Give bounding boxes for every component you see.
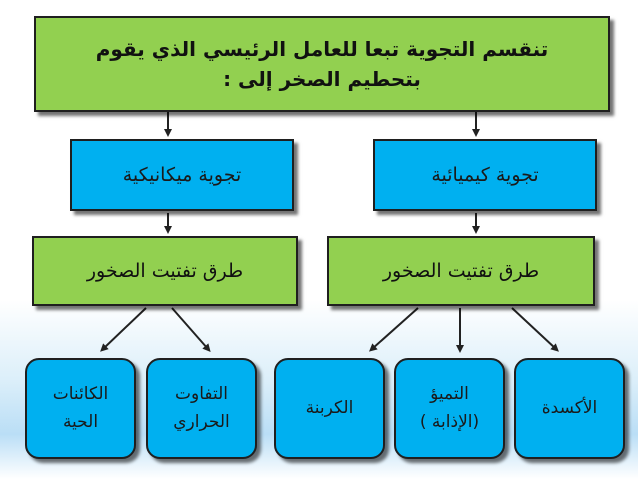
- chemical-weathering-box: تجوية كيميائية: [373, 139, 597, 211]
- mechanical-methods-box: طرق تفتيت الصخور: [32, 236, 298, 306]
- mechanical-methods-label: طرق تفتيت الصخور: [86, 260, 244, 282]
- living-organisms-box: الكائنات الحية: [25, 358, 136, 459]
- thermal-variation-line-2: الحراري: [173, 411, 230, 432]
- carbonation-label: الكربنة: [305, 397, 354, 418]
- mechanical-weathering-box: تجوية ميكانيكية: [70, 139, 294, 211]
- living-organisms-line-2: الحية: [62, 411, 99, 432]
- hydrolysis-box: التميؤ (الإذابة ): [394, 358, 505, 459]
- mechanical-weathering-label: تجوية ميكانيكية: [122, 164, 242, 186]
- arrow-left-methods-to-living: [100, 307, 147, 352]
- chemical-methods-box: طرق تفتيت الصخور: [327, 236, 595, 306]
- arrow-left-methods-to-thermal: [171, 307, 211, 353]
- arrow-right-methods-to-carbon: [369, 307, 419, 352]
- hydrolysis-line-2: (الإذابة ): [419, 411, 480, 432]
- main-line-1: تنقسم التجوية تبعا للعامل الرئيسي الذي ي…: [95, 37, 549, 61]
- oxidation-label: الأكسدة: [541, 397, 598, 418]
- carbonation-box: الكربنة: [274, 358, 385, 459]
- oxidation-box: الأكسدة: [514, 358, 625, 459]
- arrow-right-methods-to-oxid: [511, 307, 559, 352]
- main-line-2: بتحطيم الصخر إلى :: [223, 67, 421, 91]
- chemical-methods-label: طرق تفتيت الصخور: [382, 260, 540, 282]
- thermal-variation-line-1: التفاوت: [174, 384, 229, 405]
- hydrolysis-line-1: التميؤ: [430, 384, 469, 405]
- main-classification-box: تنقسم التجوية تبعا للعامل الرئيسي الذي ي…: [34, 16, 610, 112]
- chemical-weathering-label: تجوية كيميائية: [431, 164, 539, 186]
- living-organisms-line-1: الكائنات: [52, 384, 109, 405]
- thermal-variation-box: التفاوت الحراري: [146, 358, 257, 459]
